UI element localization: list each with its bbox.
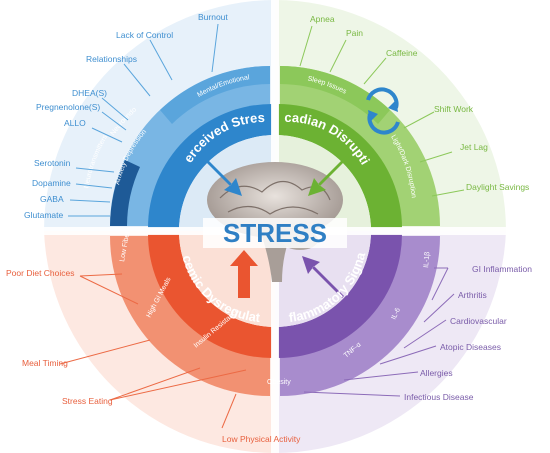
outer-labels: Burnout Lack of Control Relationships DH…	[6, 12, 532, 444]
label-pain: Pain	[346, 28, 363, 38]
sleep-issues-band	[280, 66, 390, 124]
connector-lines	[59, 23, 465, 429]
label-gi-inflammation: GI Inflammation	[472, 264, 532, 274]
label-allo: ALLO	[64, 118, 86, 128]
il1b-label: IL-1β	[423, 252, 431, 269]
label-cardiovascular: Cardiovascular	[450, 316, 507, 326]
label-dopamine: Dopamine	[32, 178, 71, 188]
label-infectious-disease: Infectious Disease	[404, 392, 474, 402]
mental-emotional-band	[160, 66, 270, 124]
neurotransmitter-band	[110, 160, 140, 226]
blue-arrow	[196, 150, 242, 196]
label-allergies: Allergies	[420, 368, 453, 378]
label-low-physical-activity: Low Physical Activity	[222, 434, 301, 444]
label-jet-lag: Jet Lag	[460, 142, 488, 152]
label-shift-work: Shift Work	[434, 104, 474, 114]
label-meal-timing: Meal Timing	[22, 358, 68, 368]
label-glutamate: Glutamate	[24, 210, 63, 220]
inward-arrows	[196, 150, 354, 298]
label-serotonin: Serotonin	[34, 158, 71, 168]
orange-arrow	[230, 250, 258, 298]
obesity-label: Obesity	[267, 379, 291, 386]
label-apnea: Apnea	[310, 14, 335, 24]
center-stress-title: STRESS	[223, 218, 327, 248]
label-dheas: DHEA(S)	[72, 88, 107, 98]
label-caffeine: Caffeine	[386, 48, 418, 58]
stress-title-bar	[203, 218, 347, 248]
cycle-arrows-icon	[366, 87, 400, 135]
label-daylight-savings: Daylight Savings	[466, 182, 529, 192]
label-burnout: Burnout	[198, 12, 228, 22]
purple-arrow	[302, 256, 344, 298]
green-arrow	[308, 150, 354, 196]
label-lack-of-control: Lack of Control	[116, 30, 173, 40]
label-poor-diet-choices: Poor Diet Choices	[6, 268, 75, 278]
label-atopic-diseases: Atopic Diseases	[440, 342, 501, 352]
il6-label: IL-6	[390, 307, 401, 321]
orange-center-wedge	[179, 231, 275, 327]
label-gaba: GABA	[40, 194, 64, 204]
label-pregnenolone: Pregnenolone(S)	[36, 102, 100, 112]
label-relationships: Relationships	[86, 54, 137, 64]
label-arthritis: Arthritis	[458, 290, 487, 300]
label-stress-eating: Stress Eating	[62, 396, 113, 406]
